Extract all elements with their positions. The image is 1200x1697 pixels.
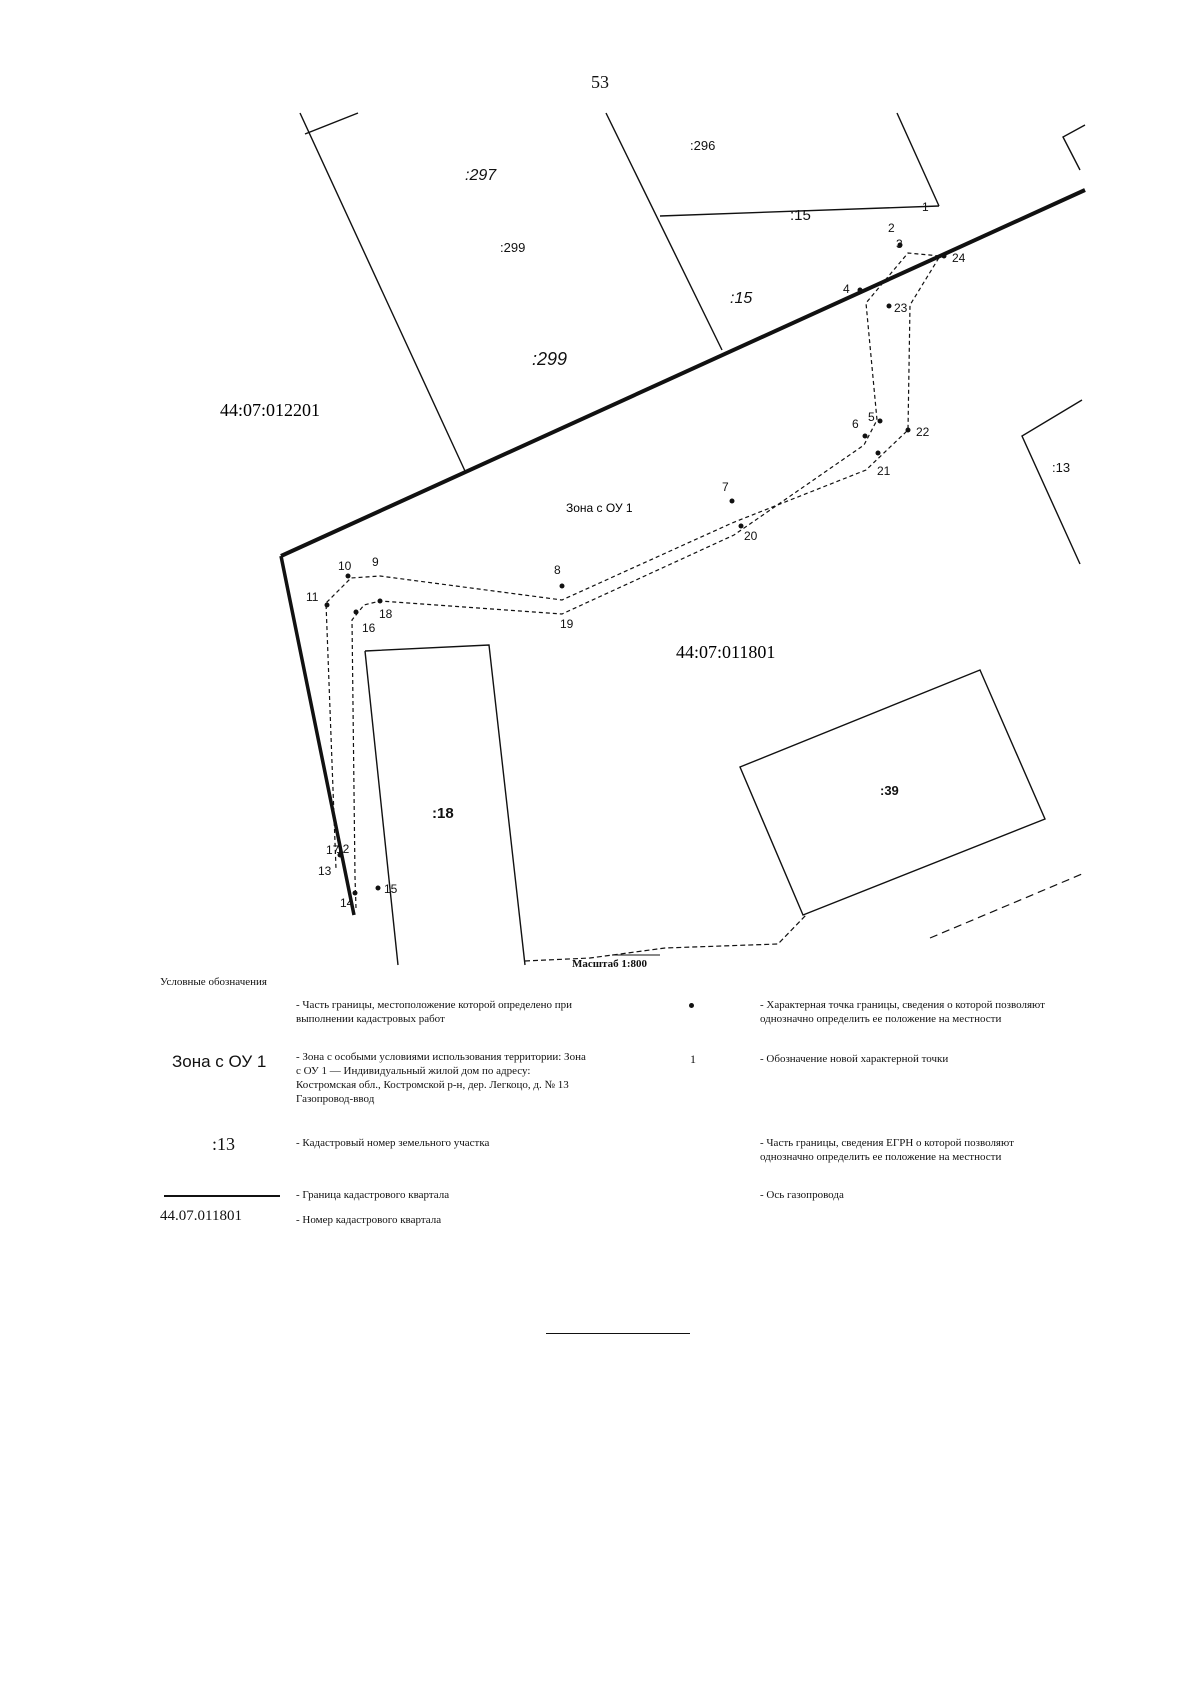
point-label-5: 5 [868, 410, 875, 424]
point-marker [857, 287, 863, 293]
point-label-9: 9 [372, 555, 379, 569]
point-marker [905, 427, 911, 433]
parcel-outline-tr [1062, 124, 1086, 171]
point-label-7: 7 [722, 480, 729, 494]
quarter-label-right: 44:07:011801 [676, 642, 775, 662]
point-marker [353, 609, 359, 615]
parcel-outline-296 [605, 112, 723, 351]
parcel-label-296: :296 [690, 138, 715, 153]
point-label-3: 3 [896, 237, 903, 251]
parcel-outline-13 [1021, 399, 1083, 565]
parcel-label-18: :18 [432, 805, 454, 822]
point-label-8: 8 [554, 563, 561, 577]
point-marker [324, 602, 330, 608]
point-label-20: 20 [744, 529, 758, 543]
point-marker [941, 253, 947, 259]
point-label-22: 22 [916, 425, 930, 439]
point-label-13: 13 [318, 864, 332, 878]
quarter-label-left: 44:07:012201 [220, 400, 320, 420]
legend-symbol-characteristic-point [689, 1003, 694, 1008]
point-label-17: 17 [326, 843, 340, 857]
lower-dashed-line-right [929, 873, 1083, 939]
legend-symbol-quarter-boundary [164, 1195, 280, 1197]
point-marker [377, 598, 383, 604]
point-marker [897, 242, 903, 248]
legend-symbol-new-point: 1 [690, 1052, 696, 1066]
point-label-15: 15 [384, 882, 398, 896]
point-label-2: 2 [888, 221, 895, 235]
quarter-boundary-line [280, 188, 1086, 558]
point-label-10: 10 [338, 559, 352, 573]
point-marker [375, 885, 381, 891]
parcel-outline-15-right [896, 112, 940, 207]
legend-text-quarter-boundary: - Граница кадастрового квартала [296, 1189, 450, 1201]
point-marker [337, 852, 343, 858]
parcel-outline-18 [364, 644, 526, 966]
point-marker [345, 573, 351, 579]
zone-boundary [325, 252, 942, 909]
footer-divider [546, 1333, 690, 1334]
point-marker [886, 303, 892, 309]
parcel-label-13: :13 [1052, 460, 1070, 475]
parcel-label-299-lower: :299 [532, 349, 567, 369]
point-label-12: 12 [336, 842, 350, 856]
cadastral-map: :297 :299 :299 :296 :15 :15 :13 :18 :39 … [220, 112, 1086, 966]
legend-text-parcel-number: - Кадастровый номер земельного участка [296, 1137, 490, 1149]
legend-text-quarter-number: - Номер кадастрового квартала [296, 1214, 442, 1226]
parcel-label-15: :15 [790, 207, 811, 224]
point-label-24: 24 [952, 251, 966, 265]
legend-symbol-quarter-number: 44.07.011801 [160, 1208, 242, 1224]
parcel-label-39: :39 [880, 783, 899, 798]
legend-text-gas-axis: - Ось газопровода [760, 1189, 844, 1201]
point-label-23: 23 [894, 301, 908, 315]
legend-symbol-parcel-number: :13 [212, 1134, 236, 1154]
parcel-outline-18-left [364, 650, 399, 966]
legend-text-characteristic-point: - Характерная точка границы, сведения о … [760, 999, 1045, 1025]
point-marker [875, 450, 881, 456]
point-marker [352, 890, 358, 896]
page-number: 53 [591, 72, 609, 92]
point-label-19: 19 [560, 617, 574, 631]
point-label-1: 1 [922, 200, 929, 214]
legend-text-new-point: - Обозначение новой характерной точки [760, 1053, 949, 1065]
parcel-label-15-lower: :15 [730, 290, 752, 307]
parcel-outline-297 [299, 112, 466, 472]
legend-text-zone: - Зона с особыми условиями использования… [296, 1051, 586, 1105]
point-label-18: 18 [379, 607, 393, 621]
point-label-11: 11 [306, 590, 319, 604]
point-label-21: 21 [877, 464, 891, 478]
point-label-4: 4 [843, 282, 850, 296]
parcel-label-297: :297 [465, 167, 497, 184]
parcel-outline-297-top [304, 112, 359, 135]
point-label-6: 6 [852, 417, 859, 431]
legend-text-egrn-boundary: - Часть границы, сведения ЕГРН о которой… [760, 1137, 1014, 1163]
lower-dashed-line [524, 914, 807, 962]
parcel-outline-39 [739, 669, 1046, 916]
point-marker [862, 433, 868, 439]
point-marker [877, 418, 883, 424]
point-marker [559, 583, 565, 589]
legend-symbol-zone: Зона с ОУ 1 [172, 1052, 267, 1071]
zone-label: Зона с ОУ 1 [566, 501, 633, 515]
legend-text-boundary-defined: - Часть границы, местоположение которой … [296, 999, 573, 1025]
legend-title: Условные обозначения [160, 976, 267, 988]
parcel-outline-15 [659, 205, 940, 217]
parcel-label-299: :299 [500, 240, 525, 255]
point-label-16: 16 [362, 621, 376, 635]
legend: Условные обозначения - Часть границы, ме… [160, 976, 1045, 1226]
point-marker [729, 498, 735, 504]
point-marker [738, 523, 744, 529]
map-scale: Масштаб 1:800 [572, 958, 648, 970]
point-label-14: 14 [340, 896, 354, 910]
